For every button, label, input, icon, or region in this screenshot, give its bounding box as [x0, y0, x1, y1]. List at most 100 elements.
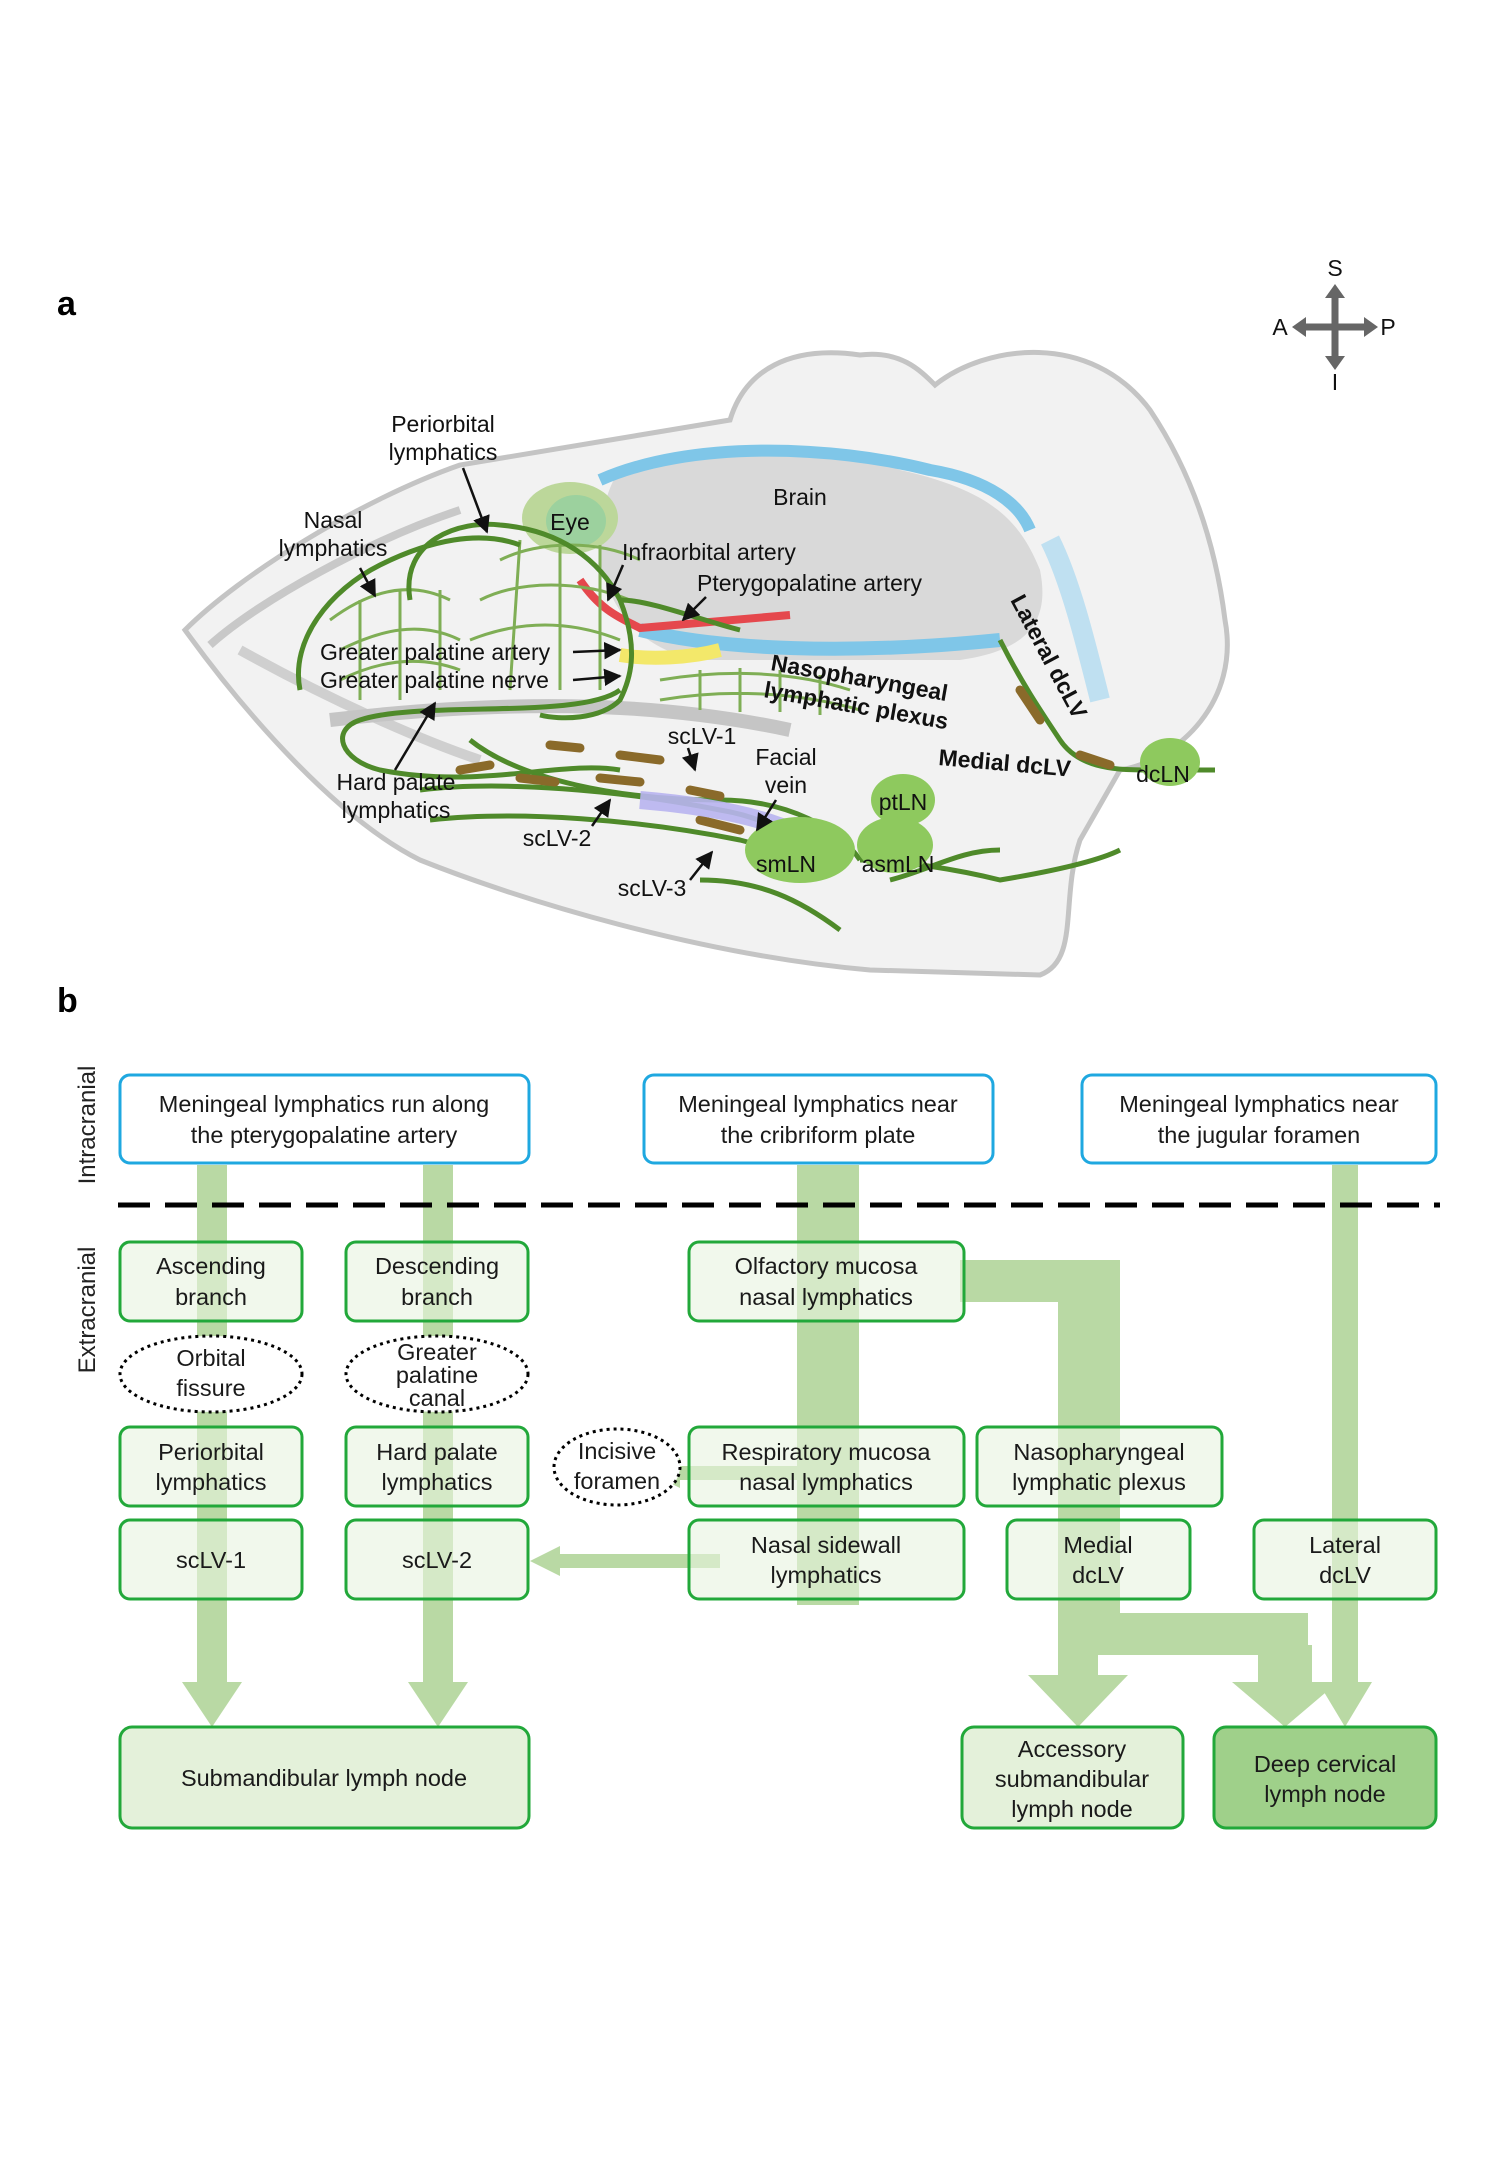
- compass-p: P: [1380, 314, 1395, 340]
- label-facial-vein-2: vein: [765, 772, 807, 798]
- svg-text:branch: branch: [175, 1284, 247, 1310]
- svg-text:scLV-1: scLV-1: [176, 1547, 246, 1573]
- svg-text:lymphatics: lymphatics: [381, 1469, 492, 1495]
- compass-icon: S I A P: [1272, 255, 1395, 395]
- compass-s: S: [1327, 255, 1342, 281]
- svg-text:lymph node: lymph node: [1011, 1796, 1133, 1822]
- svg-text:submandibular: submandibular: [995, 1766, 1149, 1792]
- svg-text:canal: canal: [409, 1385, 465, 1411]
- box-layer: Meningeal lymphatics run along the ptery…: [118, 1073, 1438, 1830]
- svg-text:Orbital: Orbital: [176, 1345, 245, 1371]
- svg-text:Nasal sidewall: Nasal sidewall: [751, 1532, 901, 1558]
- label-smln: smLN: [756, 851, 816, 877]
- label-hard-palate-1: Hard palate: [337, 769, 456, 795]
- svg-text:Olfactory mucosa: Olfactory mucosa: [735, 1253, 919, 1279]
- svg-text:Greater: Greater: [397, 1339, 477, 1365]
- svg-text:lymphatics: lymphatics: [155, 1469, 266, 1495]
- label-sclv1: scLV-1: [668, 723, 737, 749]
- box-pterygopalatine: Meningeal lymphatics run along the ptery…: [118, 1073, 531, 1165]
- svg-text:Periorbital: Periorbital: [158, 1439, 264, 1465]
- smln-node: [745, 817, 855, 883]
- box-nasopharyngeal: Nasopharyngeal lymphatic plexus: [975, 1425, 1224, 1508]
- box-submandibular-node: Submandibular lymph node: [118, 1725, 531, 1830]
- svg-text:fissure: fissure: [176, 1375, 245, 1401]
- label-nasal-2: lymphatics: [279, 535, 388, 561]
- box-respiratory: Respiratory mucosa nasal lymphatics: [687, 1425, 966, 1508]
- box-olfactory: Olfactory mucosa nasal lymphatics: [687, 1240, 966, 1323]
- box-ascending: Ascending branch: [118, 1240, 304, 1323]
- asmln-node: [857, 817, 933, 873]
- svg-text:nasal lymphatics: nasal lymphatics: [739, 1284, 913, 1310]
- box-lateral-dclv: Lateral dcLV: [1252, 1518, 1438, 1601]
- svg-text:Incisive: Incisive: [578, 1438, 656, 1464]
- svg-text:Lateral: Lateral: [1309, 1532, 1381, 1558]
- box-jugular: Meningeal lymphatics near the jugular fo…: [1080, 1073, 1438, 1165]
- svg-text:Respiratory mucosa: Respiratory mucosa: [722, 1439, 932, 1465]
- box-hard-palate: Hard palate lymphatics: [344, 1425, 530, 1508]
- passage-orbital: Orbital fissure: [118, 1334, 304, 1414]
- svg-text:lymphatic plexus: lymphatic plexus: [1012, 1469, 1186, 1495]
- box-deep-cervical-node: Deep cervical lymph node: [1212, 1725, 1438, 1830]
- box-cribriform: Meningeal lymphatics near the cribriform…: [642, 1073, 995, 1165]
- pointer-arrows: [358, 467, 778, 881]
- svg-text:lymph node: lymph node: [1264, 1781, 1386, 1807]
- dcln-node: [1140, 738, 1200, 786]
- label-infraorbital-artery: Infraorbital artery: [622, 539, 796, 565]
- label-greater-palatine-artery: Greater palatine artery: [320, 639, 551, 665]
- box-periorbital: Periorbital lymphatics: [118, 1425, 304, 1508]
- svg-text:Meningeal lymphatics near: Meningeal lymphatics near: [678, 1091, 958, 1117]
- panel-b-label: b: [57, 982, 78, 1020]
- label-nasal-1: Nasal: [304, 507, 363, 533]
- label-pterygopalatine-artery: Pterygopalatine artery: [697, 570, 923, 596]
- label-sclv2: scLV-2: [523, 825, 592, 851]
- box-accessory-node: Accessory submandibular lymph node: [960, 1725, 1185, 1830]
- svg-text:Hard palate: Hard palate: [376, 1439, 498, 1465]
- svg-text:branch: branch: [401, 1284, 473, 1310]
- compass-a: A: [1272, 314, 1288, 340]
- panel-b: b Intracranial Extracranial: [57, 982, 1440, 1830]
- panel-a: a S I A P: [57, 255, 1396, 978]
- box-sidewall: Nasal sidewall lymphatics: [687, 1518, 966, 1601]
- label-asmln: asmLN: [862, 851, 935, 877]
- passage-incisive: Incisive foramen: [552, 1427, 682, 1507]
- label-eye: Eye: [550, 509, 590, 535]
- box-sclv1: scLV-1: [118, 1518, 304, 1601]
- svg-text:palatine: palatine: [396, 1362, 478, 1388]
- passage-greater-palatine-canal: Greater palatine canal: [344, 1334, 530, 1414]
- svg-text:Ascending: Ascending: [156, 1253, 266, 1279]
- label-greater-palatine-nerve: Greater palatine nerve: [320, 667, 549, 693]
- label-periorbital-1: Periorbital: [391, 411, 495, 437]
- box-medial-dclv: Medial dcLV: [1005, 1518, 1192, 1601]
- svg-text:foramen: foramen: [574, 1468, 660, 1494]
- box-descending: Descending branch: [344, 1240, 530, 1323]
- svg-text:Medial: Medial: [1063, 1532, 1132, 1558]
- svg-text:Deep cervical: Deep cervical: [1254, 1751, 1396, 1777]
- label-ptln: ptLN: [879, 789, 928, 815]
- label-periorbital-2: lymphatics: [389, 439, 498, 465]
- svg-text:scLV-2: scLV-2: [402, 1547, 472, 1573]
- label-sclv3: scLV-3: [618, 875, 687, 901]
- panel-a-label: a: [57, 285, 77, 323]
- svg-text:Accessory: Accessory: [1018, 1736, 1127, 1762]
- svg-text:Nasopharyngeal: Nasopharyngeal: [1013, 1439, 1184, 1465]
- svg-text:Meningeal lymphatics near: Meningeal lymphatics near: [1119, 1091, 1399, 1117]
- nasal-lymphatic-mesh: [329, 539, 861, 715]
- label-brain: Brain: [773, 484, 827, 510]
- label-dcln: dcLN: [1136, 761, 1190, 787]
- compass-i: I: [1332, 369, 1338, 395]
- side-label-intracranial: Intracranial: [74, 1066, 101, 1185]
- svg-text:dcLV: dcLV: [1319, 1562, 1371, 1588]
- label-hard-palate-2: lymphatics: [342, 797, 451, 823]
- svg-text:the jugular foramen: the jugular foramen: [1158, 1122, 1360, 1148]
- svg-text:the cribriform plate: the cribriform plate: [721, 1122, 916, 1148]
- svg-text:the pterygopalatine artery: the pterygopalatine artery: [191, 1122, 458, 1148]
- svg-text:Submandibular lymph node: Submandibular lymph node: [181, 1765, 467, 1791]
- ptln-node: [871, 774, 935, 826]
- box-sclv2: scLV-2: [344, 1518, 530, 1601]
- side-label-extracranial: Extracranial: [74, 1247, 101, 1374]
- svg-text:nasal lymphatics: nasal lymphatics: [739, 1469, 913, 1495]
- label-facial-vein-1: Facial: [755, 744, 816, 770]
- svg-text:Meningeal lymphatics run along: Meningeal lymphatics run along: [159, 1091, 490, 1117]
- svg-text:Descending: Descending: [375, 1253, 499, 1279]
